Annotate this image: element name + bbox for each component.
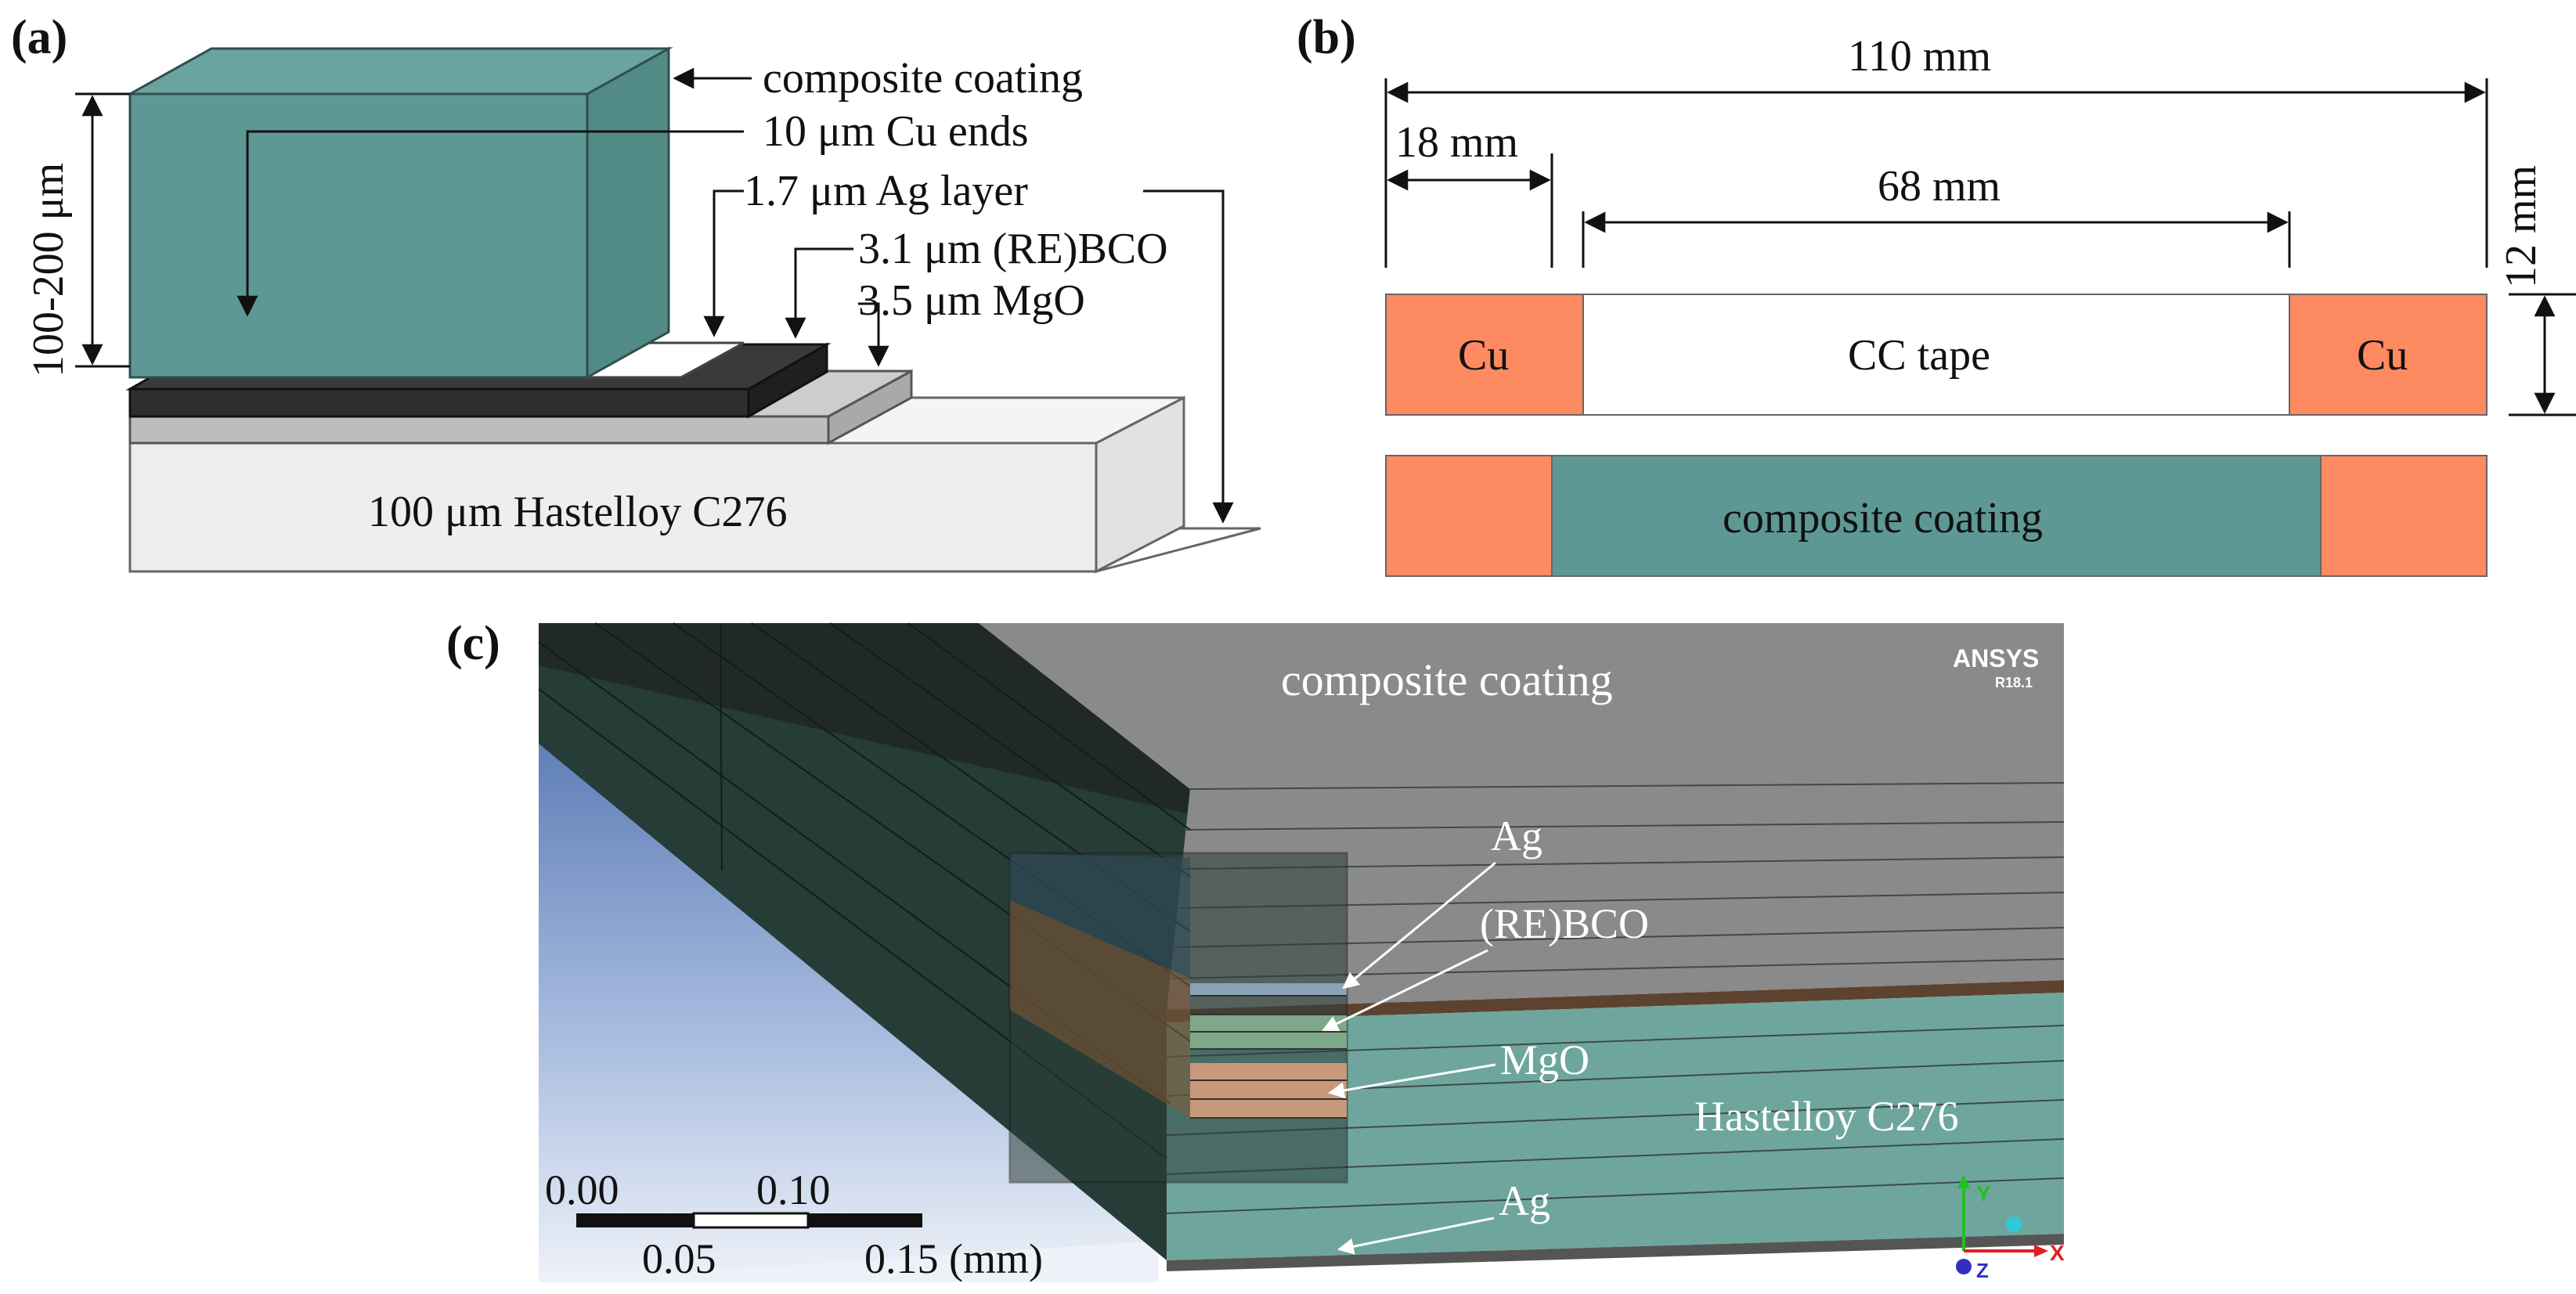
coated-coating [1551, 455, 2322, 577]
scale-t3: 0.15 (mm) [864, 1235, 1043, 1282]
coated-label: composite coating [1723, 494, 2043, 542]
composite-coating-block [125, 46, 673, 380]
height-label: 100-200 μm [24, 163, 73, 377]
tape-cu-right [2289, 294, 2488, 416]
tape-cu-right-label: Cu [2357, 331, 2408, 380]
dim-total-label: 110 mm [1848, 32, 1991, 81]
tape-cu-left [1385, 294, 1584, 416]
ansys-version: R18.1 [1995, 675, 2033, 690]
callout-ag: 1.7 μm Ag layer [744, 167, 1028, 215]
viewport-sky [539, 744, 1159, 1282]
axis-x-label: X [2050, 1241, 2065, 1265]
callout-line-ag [703, 189, 744, 337]
scale-t1: 0.10 [756, 1166, 831, 1213]
scale-t2: 0.05 [642, 1235, 716, 1282]
panel-c: (c) [446, 617, 2065, 1282]
callout-coating: composite coating [763, 54, 1083, 103]
scale-t0: 0.00 [545, 1166, 619, 1213]
panel-b: (b) 110 mm 18 mm 68 mm 12 mm Cu CC tape … [1297, 11, 2576, 577]
ansys-brand: ANSYS [1953, 644, 2039, 672]
height-dimension [75, 92, 130, 368]
panel-a-tag: (a) [11, 11, 67, 64]
panel-a: (a) 100 μm Hastelloy C276 [11, 11, 1261, 574]
tape-cc-label: CC tape [1848, 331, 1990, 380]
scale-bar [576, 1212, 922, 1229]
callout-line-mgo [858, 302, 889, 367]
dim-end-label: 18 mm [1395, 118, 1518, 167]
axis-triad [1956, 1174, 2048, 1274]
dim-width-label: 12 mm [2497, 165, 2545, 288]
coated-cu-right [2320, 455, 2488, 577]
zoom-inset [1008, 852, 1348, 1184]
c-ag-bottom-arrow [1337, 1217, 1495, 1255]
tape-cu-left-label: Cu [1458, 331, 1509, 380]
c-rebco-arrow [1322, 949, 1488, 1032]
panel-c-tag: (c) [446, 617, 500, 670]
callout-rebco: 3.1 μm (RE)BCO [858, 225, 1168, 273]
c-ag-bottom-label: Ag [1499, 1177, 1550, 1224]
c-ag-top-arrow [1342, 861, 1496, 989]
c-ag-top-label: Ag [1491, 813, 1542, 860]
c-rebco-label: (RE)BCO [1480, 900, 1649, 947]
c-mgo-arrow [1327, 1063, 1496, 1099]
callout-line-ag-bottom [1143, 189, 1234, 524]
c-mgo-label: MgO [1500, 1036, 1589, 1083]
callout-mgo: 3.5 μm MgO [858, 276, 1085, 325]
dim-middle-label: 68 mm [1878, 162, 2001, 211]
callout-cu-ends: 10 μm Cu ends [763, 107, 1029, 156]
front-hastelloy [1167, 993, 2064, 1260]
front-coating [1167, 789, 2064, 1010]
panel-b-tag: (b) [1297, 11, 1356, 64]
c-hastelloy-label: Hastelloy C276 [1694, 1093, 1958, 1140]
substrate-label: 100 μm Hastelloy C276 [368, 488, 788, 536]
axis-z-label: Z [1976, 1259, 1989, 1282]
coated-cu-left [1385, 455, 1553, 577]
callout-line-cu [236, 130, 744, 317]
tape-cc [1582, 294, 2290, 416]
c-coating-label: composite coating [1281, 654, 1613, 705]
callout-line-rebco [785, 247, 853, 339]
axis-y-label: Y [1976, 1181, 1991, 1206]
mesh-top-face [979, 623, 2064, 789]
